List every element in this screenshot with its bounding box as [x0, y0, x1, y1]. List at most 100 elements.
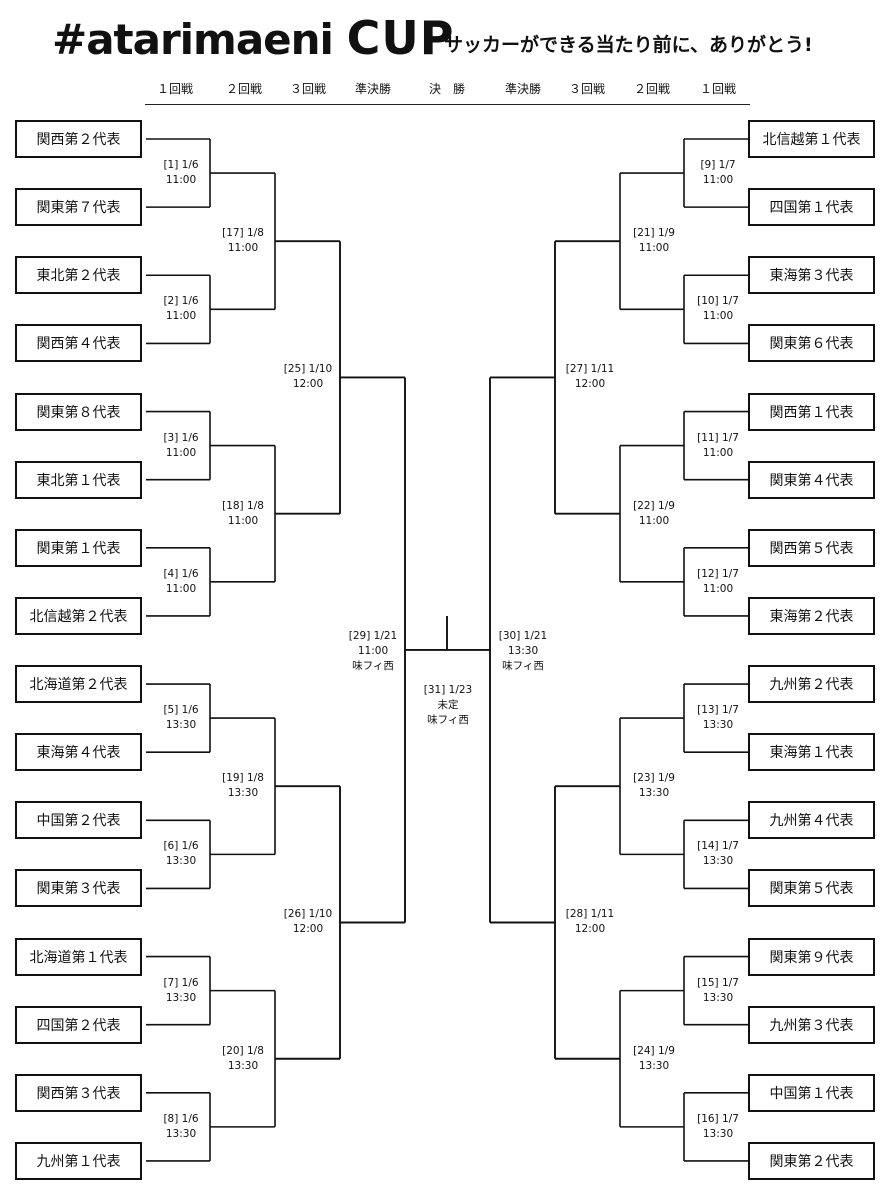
- right-r2-match-info-line: 11:00: [638, 242, 670, 255]
- right-team-box: 関西第５代表: [748, 528, 875, 567]
- left-r1-match-info-line: [6] 1/6: [163, 840, 199, 853]
- left-r1-match-info-line: 13:30: [165, 991, 197, 1004]
- left-team-box: 九州第１代表: [15, 1141, 142, 1180]
- right-r2-match-info: [24] 1/9 13:30: [633, 1044, 675, 1074]
- right-r3-match-info-line: [28] 1/11: [565, 908, 615, 921]
- left-r2-match-info: [18] 1/8 11:00: [222, 499, 264, 529]
- left-r1-match-info-line: 11:00: [165, 174, 197, 187]
- left-semi-match-info-line: [29] 1/21: [348, 630, 398, 643]
- left-team-box: 東北第１代表: [15, 460, 142, 499]
- left-team-box: 関東第３代表: [15, 869, 142, 908]
- right-r2-match-info-line: [23] 1/9: [633, 772, 675, 785]
- left-r2-match-info-line: [17] 1/8: [222, 227, 264, 240]
- left-r1-match-info: [6] 1/6 13:30: [163, 839, 198, 869]
- right-r1-match-info-line: 13:30: [702, 991, 734, 1004]
- right-r2-match-info-line: [22] 1/9: [633, 499, 675, 512]
- left-r1-match-info-line: [3] 1/6: [163, 431, 199, 444]
- left-semi-match-info-line: 11:00: [357, 645, 389, 658]
- right-semi-match-info-line: [30] 1/21: [498, 630, 548, 643]
- left-r1-match-info-line: 13:30: [165, 1127, 197, 1140]
- left-r1-match-info: [8] 1/6 13:30: [163, 1112, 198, 1142]
- left-r2-match-info-line: 13:30: [227, 1059, 259, 1072]
- round-header-right-r2: ２回戦: [633, 82, 671, 96]
- right-team-box: 東海第１代表: [748, 733, 875, 772]
- left-r1-match-info-line: 11:00: [165, 310, 197, 323]
- right-r1-match-info-line: [13] 1/7: [697, 704, 739, 717]
- right-r1-match-info-line: [11] 1/7: [697, 431, 739, 444]
- round-header-left-r2: ２回戦: [225, 82, 263, 96]
- right-semi-match-info-line: 13:30: [507, 645, 539, 658]
- left-r1-match-info-line: [4] 1/6: [163, 567, 199, 580]
- left-team-box: 関東第７代表: [15, 188, 142, 227]
- right-r2-match-info-line: [24] 1/9: [633, 1044, 675, 1057]
- right-team-box: 東海第２代表: [748, 596, 875, 635]
- right-r1-match-info: [12] 1/7 11:00: [697, 567, 739, 597]
- left-team-box: 中国第２代表: [15, 801, 142, 840]
- left-r2-match-info-line: [18] 1/8: [222, 499, 264, 512]
- subtitle: サッカーができる当たり前に、ありがとう!: [444, 34, 813, 56]
- right-r1-match-info-line: [16] 1/7: [697, 1112, 739, 1125]
- left-team-box: 関西第４代表: [15, 324, 142, 363]
- left-team-box: 北海道第１代表: [15, 937, 142, 976]
- left-r1-match-info-line: [5] 1/6: [163, 704, 199, 717]
- round-header-right-semi: 準決勝: [504, 82, 542, 96]
- right-team-box: 九州第３代表: [748, 1005, 875, 1044]
- right-r1-match-info-line: 11:00: [702, 582, 734, 595]
- round-header-rule: [145, 104, 750, 105]
- round-header-right-r3: ３回戦: [568, 82, 606, 96]
- right-r2-match-info-line: 11:00: [638, 514, 670, 527]
- right-r1-match-info-line: 11:00: [702, 310, 734, 323]
- left-r1-match-info-line: 11:00: [165, 582, 197, 595]
- right-r2-match-info-line: [21] 1/9: [633, 227, 675, 240]
- right-team-box: 中国第１代表: [748, 1073, 875, 1112]
- final-match-info-line: [31] 1/23: [423, 684, 473, 697]
- right-team-box: 関東第４代表: [748, 460, 875, 499]
- left-team-box: 関東第１代表: [15, 528, 142, 567]
- left-team-box: 東北第２代表: [15, 256, 142, 295]
- left-r1-match-info-line: 13:30: [165, 719, 197, 732]
- right-team-box: 北信越第１代表: [748, 120, 875, 158]
- left-r1-match-info-line: 11:00: [165, 446, 197, 459]
- right-team-box: 九州第２代表: [748, 665, 875, 704]
- right-r2-match-info: [21] 1/9 11:00: [633, 226, 675, 256]
- left-r1-match-info: [2] 1/6 11:00: [163, 294, 198, 324]
- left-r1-match-info: [5] 1/6 13:30: [163, 703, 198, 733]
- round-header-right-r1: １回戦: [699, 82, 737, 96]
- round-header-final: 決 勝: [428, 82, 466, 96]
- left-r1-match-info-line: 13:30: [165, 855, 197, 868]
- left-team-box: 関西第３代表: [15, 1073, 142, 1112]
- left-r2-match-info-line: 11:00: [227, 514, 259, 527]
- right-team-box: 関東第５代表: [748, 869, 875, 908]
- right-r1-match-info-line: [12] 1/7: [697, 567, 739, 580]
- right-team-box: 関東第６代表: [748, 324, 875, 363]
- right-r1-match-info-line: 13:30: [702, 855, 734, 868]
- right-r1-match-info-line: 11:00: [702, 174, 734, 187]
- left-semi-match-info-line: 味フィ西: [352, 660, 394, 673]
- left-r1-match-info-line: [2] 1/6: [163, 295, 199, 308]
- left-team-box: 東海第４代表: [15, 733, 142, 772]
- round-header-left-r3: ３回戦: [289, 82, 327, 96]
- right-r2-match-info-line: 13:30: [638, 1059, 670, 1072]
- left-r1-match-info-line: [8] 1/6: [163, 1112, 199, 1125]
- right-team-box: 九州第４代表: [748, 801, 875, 840]
- final-match-info-line: 味フィ西: [427, 714, 469, 727]
- right-team-box: 四国第１代表: [748, 188, 875, 227]
- logo-main-text: #atarimaeni: [52, 15, 334, 64]
